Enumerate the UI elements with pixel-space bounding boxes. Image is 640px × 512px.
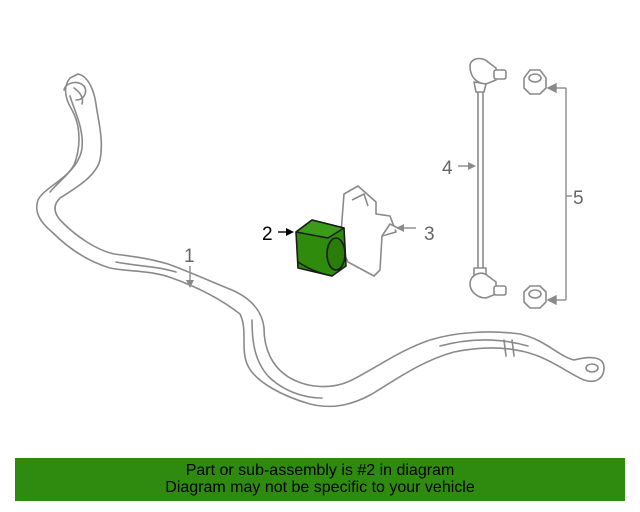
callout-label-3: 3	[424, 224, 435, 245]
callout-label-1: 1	[184, 246, 195, 267]
bushing[interactable]	[295, 219, 347, 277]
callout-3[interactable]: 3	[396, 224, 435, 245]
banner-line-2: Diagram may not be specific to your vehi…	[165, 479, 475, 496]
stabilizer-bar[interactable]	[36, 73, 605, 408]
callout-label-4: 4	[442, 158, 453, 179]
nut-bottom[interactable]	[523, 285, 547, 309]
callout-label-5: 5	[573, 188, 584, 209]
nut-top[interactable]	[523, 69, 547, 95]
callout-5[interactable]: 5	[546, 82, 584, 306]
callout-1[interactable]: 1	[184, 246, 195, 288]
stabilizer-link[interactable]	[469, 57, 507, 299]
callout-2[interactable]: 2	[262, 224, 294, 245]
callout-4[interactable]: 4	[442, 158, 476, 179]
banner-line-1: Part or sub-assembly is #2 in diagram	[185, 462, 455, 479]
bracket[interactable]	[339, 185, 399, 277]
info-banner: Part or sub-assembly is #2 in diagram Di…	[15, 458, 625, 501]
callout-label-2: 2	[262, 224, 273, 245]
